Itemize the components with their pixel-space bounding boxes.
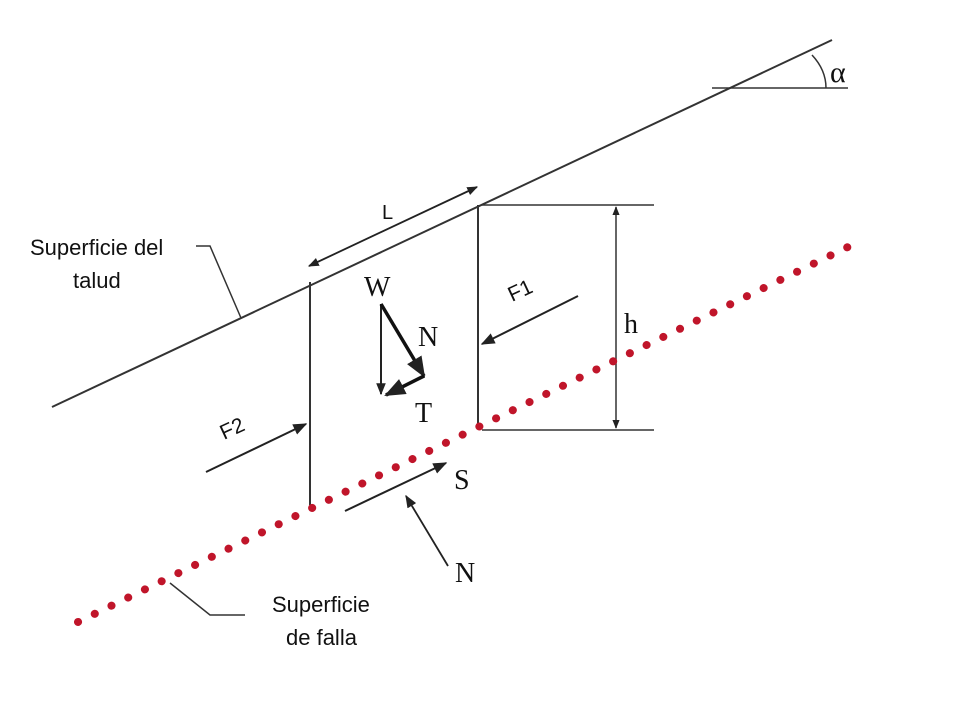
shear-arrow xyxy=(344,462,448,512)
f2-force-arrow xyxy=(205,423,308,473)
weight-label: W xyxy=(364,272,391,303)
slope-surface-label-line1: Superficie del xyxy=(30,235,163,260)
failure-surface-label-line1: Superficie xyxy=(272,592,370,617)
failure-surface-leader xyxy=(169,582,245,616)
alpha-label: α xyxy=(830,56,846,89)
alpha-angle-arc xyxy=(811,54,827,89)
length-label: L xyxy=(382,202,393,224)
normal-upper-label: N xyxy=(418,322,438,353)
failure-surface-label-line2: de falla xyxy=(286,625,358,650)
tangential-component-vector xyxy=(384,374,425,397)
normal-lower-label: N xyxy=(455,558,475,589)
slope-surface-line xyxy=(51,39,833,408)
slope-surface-label-line2: talud xyxy=(73,268,121,293)
base-normal-arrow xyxy=(405,494,449,567)
length-dimension-arrow xyxy=(308,186,478,267)
tangential-label: T xyxy=(415,398,432,429)
f1-force-arrow xyxy=(480,295,579,345)
slope-surface-leader xyxy=(196,245,242,319)
normal-component-vector xyxy=(379,303,426,378)
failure-surface-line xyxy=(74,241,856,626)
f2-label: F2 xyxy=(216,413,248,444)
shear-label: S xyxy=(454,465,470,496)
height-label: h xyxy=(624,309,638,340)
f1-label: F1 xyxy=(504,275,536,306)
